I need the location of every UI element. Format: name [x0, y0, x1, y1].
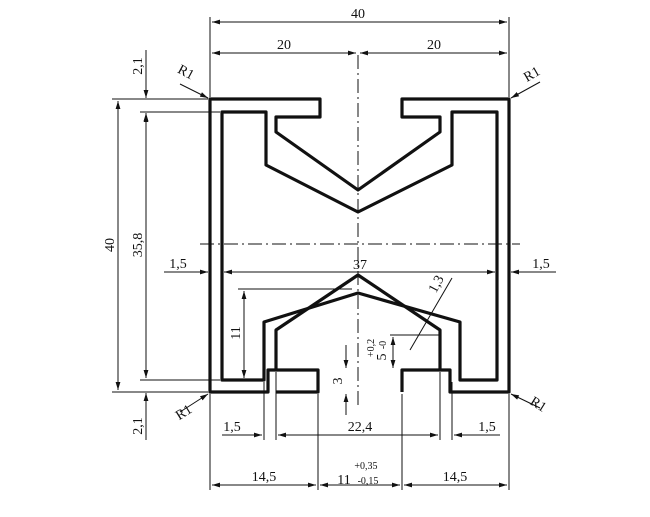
dim-top-total: 40: [351, 7, 365, 22]
dim-top-left: 20: [277, 38, 291, 53]
lip-tol-upper: +0,2: [366, 339, 377, 357]
radius-top-right: R1: [521, 64, 543, 85]
leader-slope: [409, 277, 453, 351]
leader-radius-tl: [179, 83, 209, 99]
dim-slot-height: 11: [229, 326, 244, 339]
dim-top-wall: 2,1: [131, 57, 146, 75]
profile-inner-contour: [220, 110, 499, 382]
dim-lip-nominal: 5: [375, 354, 390, 361]
dim-wall-right: 1,5: [532, 257, 550, 272]
opening-tol-upper: +0,35: [354, 461, 377, 472]
dim-bottom-wall: 2,1: [131, 417, 146, 435]
radius-bottom-left: R1: [173, 402, 195, 423]
dim-bottom-mid: 22,4: [348, 420, 373, 435]
leader-radius-br: [510, 393, 541, 409]
opening-tol-lower: -0,15: [358, 476, 379, 487]
leader-radius-bl: [179, 393, 209, 413]
dim-wall-left: 1,5: [169, 257, 187, 272]
dim-bottom-right: 14,5: [443, 470, 468, 485]
dim-opening-nominal: 11: [337, 473, 350, 488]
dim-inner-width: 37: [353, 258, 367, 273]
bottom-lip-right: [400, 368, 440, 392]
dim-slot-depth: 3: [331, 378, 346, 385]
dim-bottom-wall-left: 1,5: [223, 420, 241, 435]
dim-left-total: 40: [103, 238, 118, 252]
radius-top-left: R1: [175, 62, 196, 83]
lip-tol-lower: -0: [378, 341, 389, 349]
dim-slope: 1,3: [426, 273, 447, 295]
dim-bottom-left: 14,5: [252, 470, 277, 485]
leader-radius-tr: [510, 81, 541, 99]
bottom-lip-left: [276, 368, 320, 394]
dim-bottom-wall-right: 1,5: [478, 420, 496, 435]
profile-outer-contour: [208, 97, 511, 394]
dim-left-inner: 35,8: [131, 233, 146, 258]
radius-bottom-right: R1: [527, 394, 549, 415]
dim-top-right: 20: [427, 38, 441, 53]
